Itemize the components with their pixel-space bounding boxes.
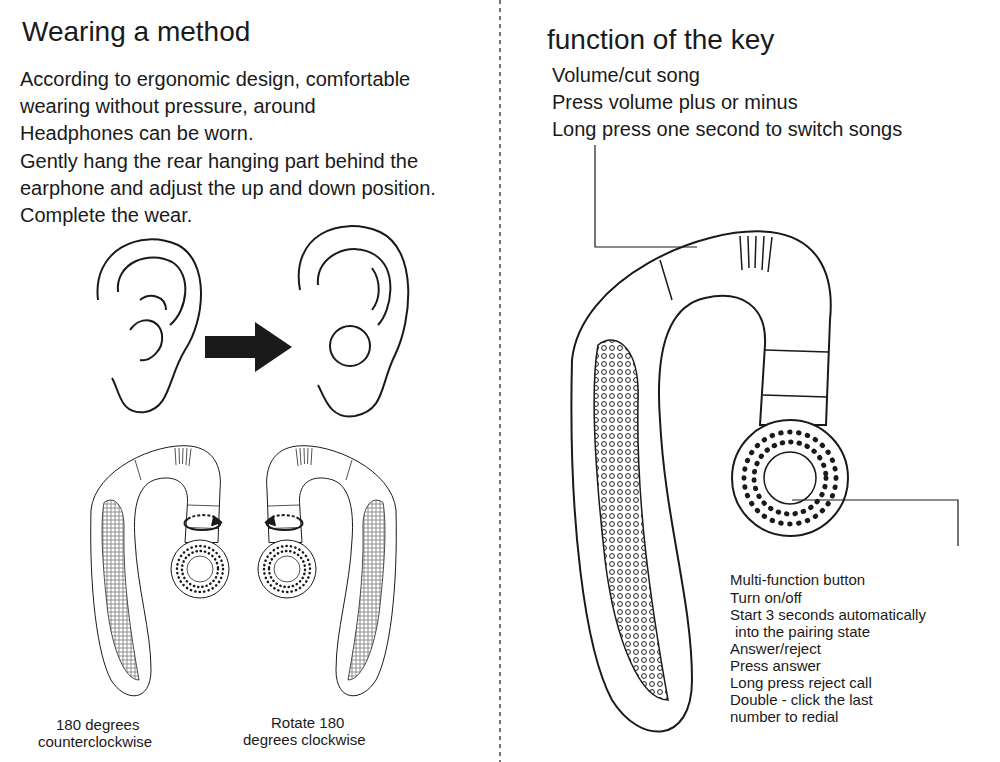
body-text: Gently hang the rear hanging part behind… <box>20 150 418 173</box>
body-text: wearing without pressure, around <box>20 95 316 118</box>
divider <box>499 0 500 762</box>
button-text: Multi-function button <box>730 571 865 588</box>
earpiece <box>571 231 848 731</box>
arrow <box>205 322 292 372</box>
button-text: Start 3 seconds automatically <box>730 606 926 623</box>
caption-text: degrees clockwise <box>243 731 366 748</box>
button-text: Press answer <box>730 657 821 674</box>
rotation-arrow <box>184 515 302 530</box>
caption-text: Rotate 180 <box>271 714 344 731</box>
caption-text: counterclockwise <box>38 733 152 750</box>
heading: Wearing a method <box>22 16 250 48</box>
body-text: Headphones can be worn. <box>20 122 254 145</box>
button-text: number to redial <box>730 708 838 725</box>
earpiece <box>91 446 229 696</box>
button-text: Turn on/off <box>730 589 802 606</box>
ear <box>299 226 409 416</box>
key-text: Long press one second to switch songs <box>552 118 902 141</box>
leader-line <box>595 145 697 247</box>
button-text: Long press reject call <box>730 674 872 691</box>
body-text: earphone and adjust the up and down posi… <box>20 177 436 200</box>
ear <box>97 239 201 412</box>
key-text: Press volume plus or minus <box>552 91 798 114</box>
earpiece <box>258 446 396 696</box>
caption-text: 180 degrees <box>56 716 139 733</box>
key-text: Volume/cut song <box>552 64 700 87</box>
heading: function of the key <box>547 24 774 56</box>
button-text: into the pairing state <box>735 623 870 640</box>
button-text: Answer/reject <box>730 640 821 657</box>
leader-line <box>792 500 958 546</box>
button-text: Double - click the last <box>730 691 873 708</box>
body-text: According to ergonomic design, comfortab… <box>20 68 410 91</box>
body-text: Complete the wear. <box>20 204 192 227</box>
